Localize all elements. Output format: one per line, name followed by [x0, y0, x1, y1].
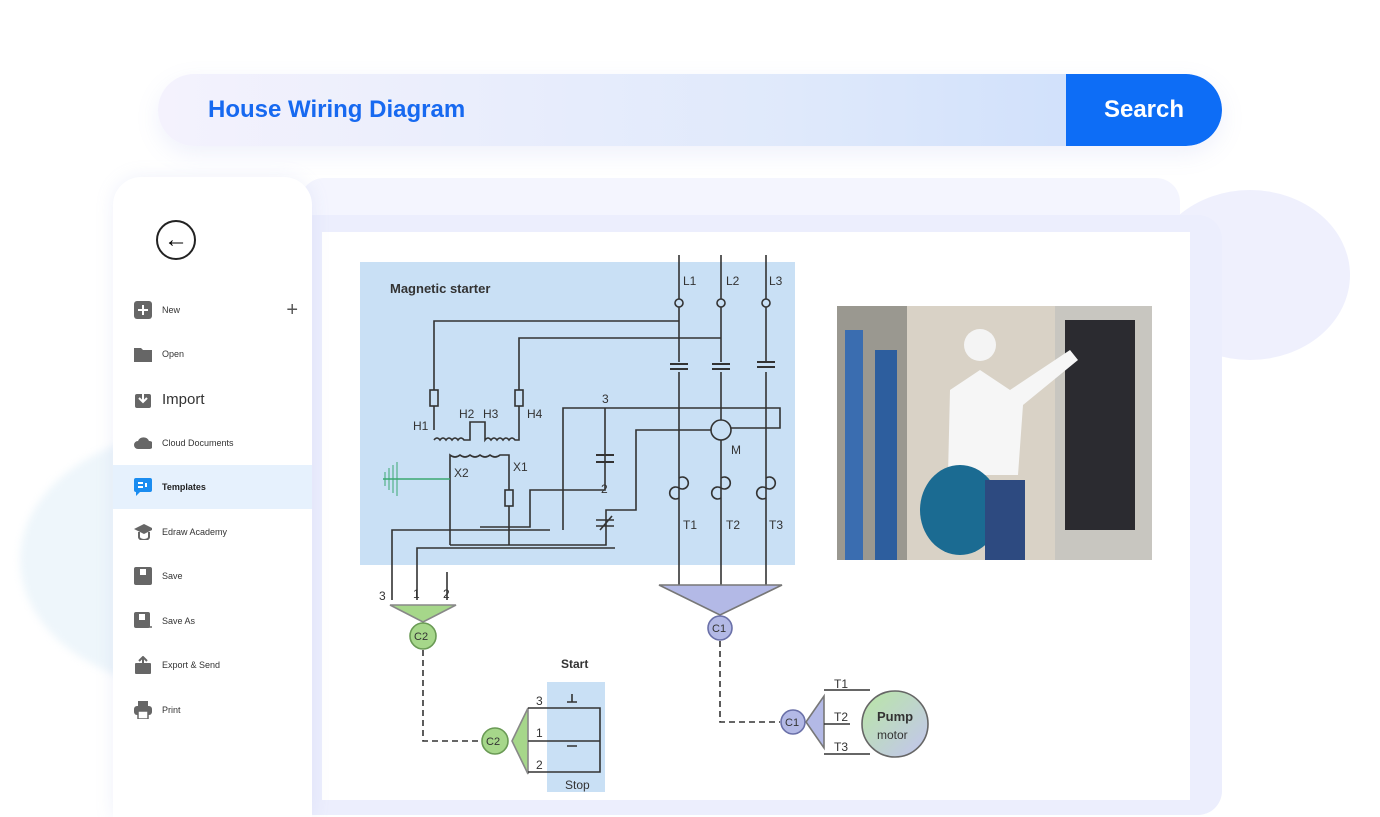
- label-start: Start: [561, 657, 588, 671]
- sidebar-item-label: Templates: [162, 482, 206, 492]
- search-button[interactable]: Search: [1066, 74, 1222, 146]
- connector-c1-label: C1: [785, 717, 799, 729]
- label-motor-t2: T2: [834, 710, 848, 724]
- diagram-page: Magnetic starter L1 L2 L3 T1 T2 T3 M H1 …: [322, 232, 1190, 800]
- arrow-left-icon: ←: [164, 226, 188, 253]
- label-node-2: 2: [601, 482, 608, 496]
- sidebar-item-label: Cloud Documents: [162, 438, 234, 448]
- sidebar-item-new[interactable]: New +: [113, 288, 312, 332]
- search-input[interactable]: House Wiring Diagram: [208, 96, 466, 123]
- label-t2: T2: [726, 518, 740, 532]
- diagram-title: Magnetic starter: [390, 281, 490, 296]
- graduation-cap-icon: [134, 523, 152, 541]
- sidebar: ← New + Open Import Cloud Documents Templ…: [113, 177, 312, 817]
- sidebar-item-templates[interactable]: Templates: [113, 465, 312, 509]
- export-icon: [134, 656, 152, 674]
- label-pump: Pump: [877, 709, 913, 724]
- label-t1: T1: [683, 518, 697, 532]
- sidebar-item-label: Save: [162, 571, 183, 581]
- sidebar-item-cloud-documents[interactable]: Cloud Documents: [113, 421, 312, 465]
- label-start-2: 2: [536, 758, 543, 772]
- sidebar-item-label: Print: [162, 705, 181, 715]
- print-icon: [134, 701, 152, 719]
- label-h3: H3: [483, 407, 499, 421]
- label-t3: T3: [769, 518, 783, 532]
- connector-c1-label: C1: [712, 623, 726, 635]
- label-m: M: [731, 443, 741, 457]
- label-motor-t3: T3: [834, 740, 848, 754]
- sidebar-item-label: Import: [162, 390, 205, 408]
- sidebar-item-save-as[interactable]: Save As: [113, 599, 312, 643]
- plus-square-icon: [134, 301, 152, 319]
- label-stop: Stop: [565, 778, 590, 792]
- label-h4: H4: [527, 407, 543, 421]
- templates-icon: [134, 478, 152, 496]
- label-pin-3: 3: [379, 589, 386, 603]
- sidebar-item-import[interactable]: Import: [113, 377, 312, 421]
- label-l1: L1: [683, 274, 697, 288]
- sidebar-item-print[interactable]: Print: [113, 688, 312, 732]
- label-motor: motor: [877, 728, 908, 742]
- label-start-3: 3: [536, 694, 543, 708]
- label-l3: L3: [769, 274, 783, 288]
- magnetic-starter-area: [360, 262, 795, 565]
- sidebar-item-label: Save As: [162, 616, 196, 626]
- sidebar-item-label: New: [162, 305, 181, 315]
- save-as-icon: [134, 612, 152, 630]
- add-icon[interactable]: +: [286, 298, 298, 321]
- sidebar-item-label: Open: [162, 349, 185, 359]
- folder-icon: [134, 345, 152, 363]
- sidebar-item-label: Export & Send: [162, 660, 221, 670]
- connector-c2-label: C2: [414, 631, 428, 643]
- back-button[interactable]: ←: [156, 220, 196, 260]
- label-x2: X2: [454, 466, 469, 480]
- label-motor-t1: T1: [834, 677, 848, 691]
- electrician-photo: [837, 306, 1152, 560]
- sidebar-item-save[interactable]: Save: [113, 554, 312, 598]
- sidebar-item-open[interactable]: Open: [113, 332, 312, 376]
- import-icon: [134, 390, 152, 408]
- sidebar-item-export-send[interactable]: Export & Send: [113, 643, 312, 687]
- wiring-diagram: Magnetic starter L1 L2 L3 T1 T2 T3 M H1 …: [360, 255, 1152, 792]
- save-icon: [134, 567, 152, 585]
- label-h2: H2: [459, 407, 475, 421]
- label-pin-1: 1: [413, 587, 420, 601]
- label-node-3: 3: [602, 392, 609, 406]
- sidebar-item-label: Edraw Academy: [162, 527, 228, 537]
- connector-c2-label: C2: [486, 736, 500, 748]
- label-start-1: 1: [536, 726, 543, 740]
- sidebar-item-edraw-academy[interactable]: Edraw Academy: [113, 510, 312, 554]
- label-h1: H1: [413, 419, 429, 433]
- cloud-icon: [134, 434, 152, 452]
- label-pin-2: 2: [443, 587, 450, 601]
- search-bar[interactable]: House Wiring Diagram Search: [158, 74, 1222, 146]
- label-x1: X1: [513, 460, 528, 474]
- label-l2: L2: [726, 274, 740, 288]
